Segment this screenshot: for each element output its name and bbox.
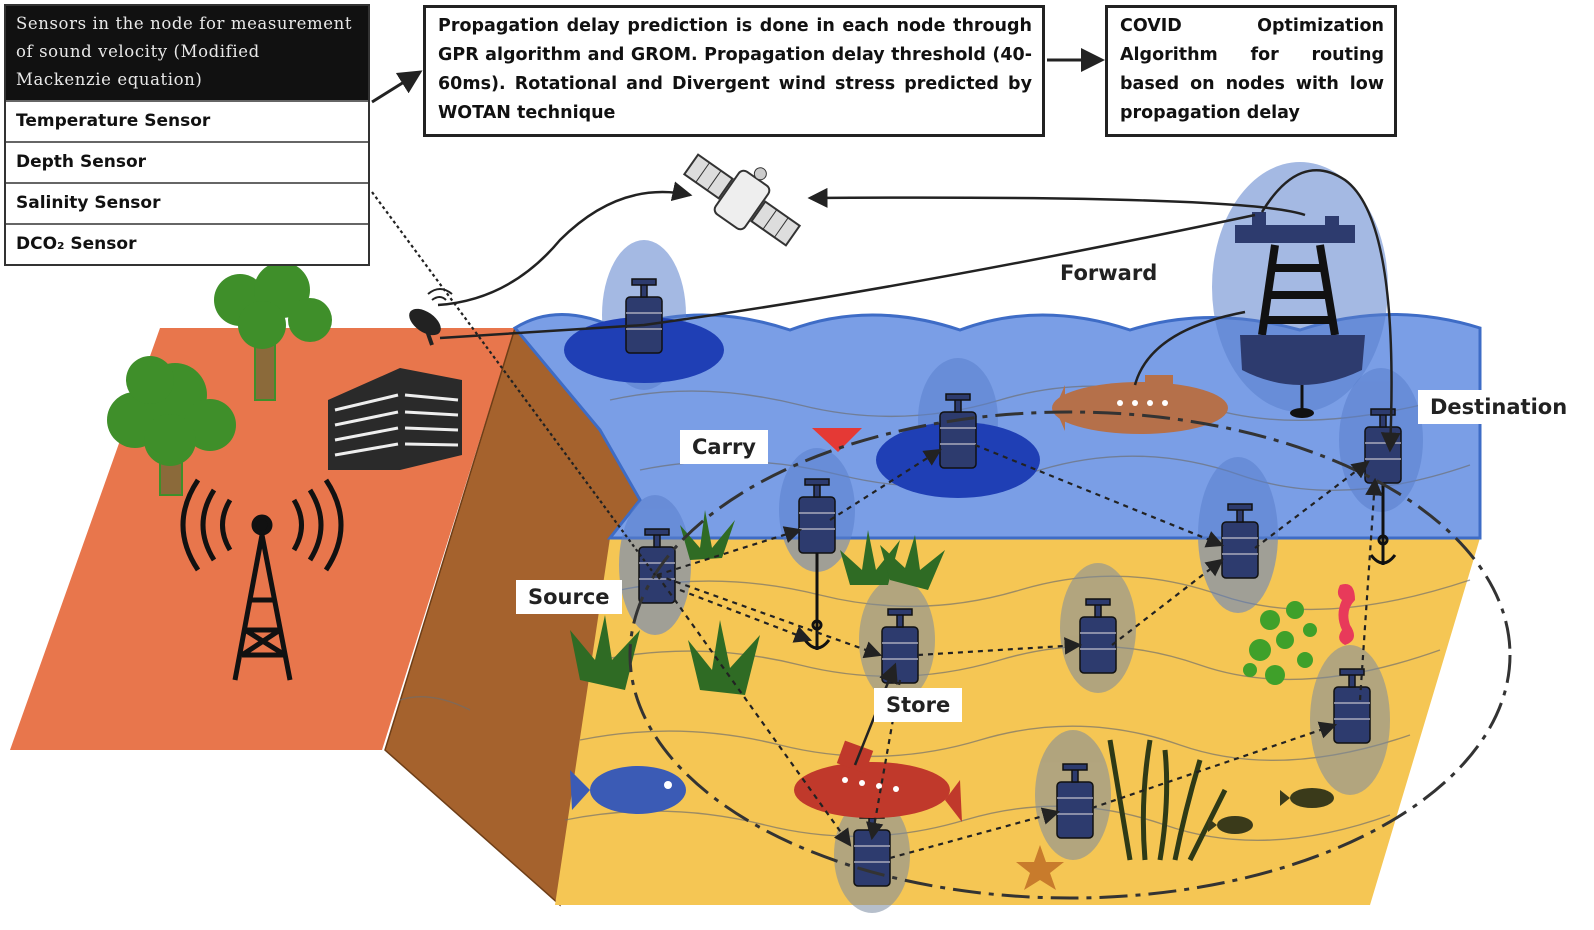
fish-icon: [1208, 788, 1334, 834]
routing-links: [656, 443, 1383, 860]
buoy-destination-link: [1260, 169, 1401, 453]
dish-antenna-icon: [409, 288, 453, 346]
routing-ellipse: [628, 410, 1512, 900]
covid-optimization-box: COVID Optimization Algorithm for routing…: [1105, 5, 1397, 137]
sensor-node-icon: [625, 278, 1402, 887]
tree-icon: [107, 356, 236, 496]
sensor-panel: Sensors in the node for measurement of s…: [4, 4, 370, 266]
sensor-link-line: [371, 191, 656, 576]
depth-sensor-row: Depth Sensor: [6, 141, 368, 182]
temperature-sensor-row: Temperature Sensor: [6, 100, 368, 141]
submarine-icon: [1052, 375, 1228, 434]
sat-ground-link: [437, 181, 693, 307]
starfish-icon: [1016, 845, 1064, 890]
buoy-surface-link: [439, 213, 1256, 340]
sat-buoy-link: [807, 187, 1306, 217]
submarine-buoy-link: [1133, 310, 1246, 386]
seaweed-icon: [570, 510, 945, 695]
fish-icon: [570, 766, 686, 814]
dco2-sensor-row: DCO₂ Sensor: [6, 223, 368, 264]
source-label: Source: [516, 580, 622, 614]
radio-tower-icon: [180, 478, 344, 681]
satellite-icon: [682, 153, 802, 247]
sensor-panel-header: Sensors in the node for measurement of s…: [6, 6, 368, 100]
forward-label: Forward: [1060, 261, 1158, 285]
tree-icon: [214, 262, 332, 401]
destination-label: Destination: [1418, 390, 1580, 424]
propagation-delay-box: Propagation delay prediction is done in …: [423, 5, 1045, 137]
buoy-tower-icon: [1212, 162, 1388, 418]
coral-icon: [1243, 601, 1317, 685]
submarine-icon: [794, 740, 962, 822]
red-marker: [812, 428, 862, 452]
seahorse-icon: [1337, 584, 1355, 645]
salinity-sensor-row: Salinity Sensor: [6, 182, 368, 223]
store-label: Store: [874, 688, 963, 722]
carry-label: Carry: [680, 430, 768, 464]
sensor-to-prop-arrow: [371, 70, 423, 104]
building-icon: [328, 368, 462, 470]
